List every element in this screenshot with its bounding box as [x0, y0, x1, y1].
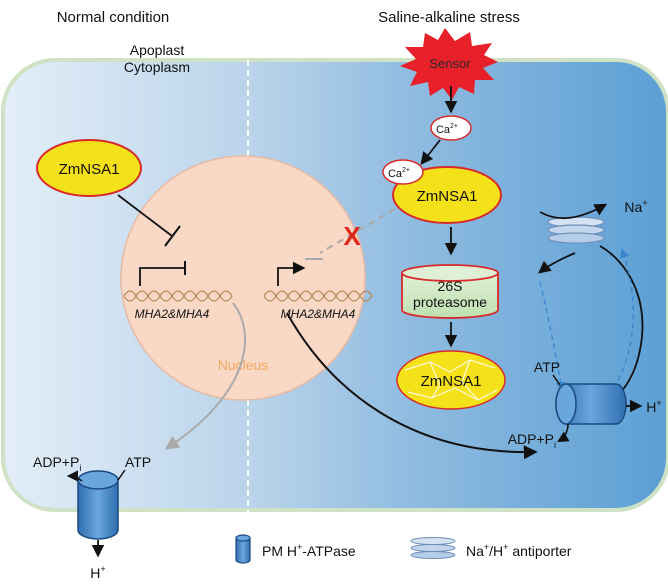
legend-antiporter-label: Na+/H+ antiporter — [466, 542, 572, 559]
dna-helix-right — [263, 290, 373, 302]
calcium-ion-bound — [382, 159, 424, 185]
promoter-left — [139, 267, 185, 286]
antiporter-membrane — [547, 216, 605, 244]
zmnsa1-protein-stress — [392, 166, 502, 224]
arrow-na-export — [539, 203, 608, 220]
calcium-label-bound: Ca2+ — [388, 167, 410, 180]
arrow-gene-to-pump-right — [286, 312, 538, 460]
arrow-ca-binding — [420, 139, 441, 165]
blocked-inhibition-line — [319, 208, 396, 254]
adp-label-right: ADP+Pi — [508, 431, 556, 450]
header-saline-alkaline-stress: Saline-alkaline stress — [378, 9, 520, 26]
inhibition-bar-normal — [164, 225, 181, 247]
calcium-ion-top — [430, 115, 472, 141]
arrow-h-cycle-right — [599, 245, 644, 396]
atp-label-left: ATP — [125, 454, 151, 470]
proton-label-left: H+ — [90, 564, 105, 581]
blocked-x-mark: X — [343, 221, 361, 251]
cytoplasm-label: Cytoplasm — [124, 59, 190, 75]
gene-label-right: MHA2&MHA4 — [281, 307, 356, 321]
promoter-right — [277, 261, 306, 286]
arrow-adp-left — [66, 470, 83, 482]
proteasome-label-line1: 26S — [438, 278, 463, 294]
sensor-label: Sensor — [429, 56, 471, 71]
zmnsa1-degraded — [396, 350, 506, 410]
inhibition-line-normal — [117, 194, 173, 237]
dna-helix-left — [123, 290, 233, 302]
proton-label-right: H+ — [646, 398, 661, 415]
blue-dashed-arrow-left — [539, 281, 566, 392]
legend-antiporter-icon — [410, 537, 456, 559]
apoplast-label: Apoplast — [130, 42, 185, 58]
header-normal-condition: Normal condition — [57, 9, 170, 26]
zmnsa1-label-stress: ZmNSA1 — [417, 188, 478, 205]
blue-dashed-arrow-right — [613, 248, 634, 389]
proton-pump-left — [77, 470, 119, 540]
atp-label-right: ATP — [534, 359, 560, 375]
gene-label-left: MHA2&MHA4 — [135, 307, 210, 321]
proteasome-body — [401, 273, 499, 319]
nucleus-label: Nucleus — [218, 357, 269, 373]
legend-pump-label: PM H+-ATPase — [262, 542, 356, 559]
zmnsa1-label-normal: ZmNSA1 — [59, 161, 120, 178]
proteasome-top — [401, 264, 499, 282]
zmnsa1-label-degraded: ZmNSA1 — [421, 373, 482, 390]
calcium-label-top: Ca2+ — [436, 123, 458, 136]
legend-pump-icon — [235, 534, 251, 564]
zmnsa1-protein-normal — [36, 139, 142, 197]
arrow-gene-to-pump-left — [164, 302, 246, 450]
sensor-burst — [400, 28, 498, 100]
atp-tick-right — [552, 374, 561, 386]
arrow-h-cycle-left — [538, 252, 576, 274]
arrow-adp-right — [557, 423, 570, 443]
proton-pump-right — [555, 383, 627, 425]
adp-label-left: ADP+Pi — [33, 454, 81, 473]
sodium-ion-label: Na+ — [624, 198, 647, 215]
proteasome-label-line2: proteasome — [413, 294, 487, 310]
atp-tick-left — [117, 469, 126, 481]
degradation-cracks — [404, 359, 498, 401]
